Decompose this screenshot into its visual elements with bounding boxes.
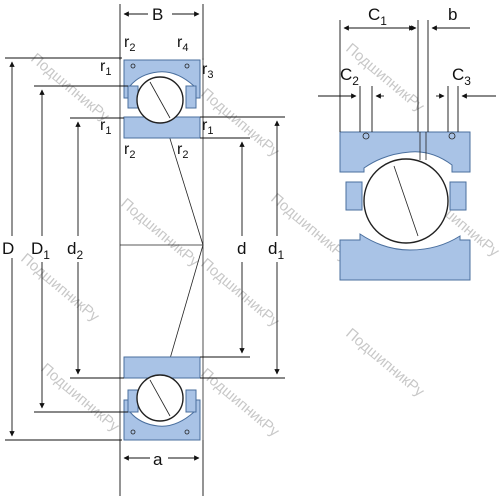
dim-d1: d1 [200,116,285,379]
label-b: b [448,5,457,24]
label-C3: C3 [452,65,471,88]
label-C1: C1 [368,5,387,28]
label-r2-bottom-right: r2 [177,141,188,161]
dim-C2: C2 [318,65,384,132]
watermark-11: ПодшипникРу [197,365,282,441]
label-r2-bottom-left: r2 [124,141,135,161]
label-D: D [2,239,14,258]
label-B: B [152,5,163,24]
label-a: a [153,450,163,469]
cross-section-left: B a D D1 [2,4,285,496]
radius-labels: r2 r4 r1 r3 r1 r1 r2 r2 [100,34,213,161]
upper-section [123,59,201,139]
label-r4: r4 [177,34,188,54]
watermark-9: ПодшипникРу [342,325,427,401]
dim-d: d [200,137,250,358]
lower-section [123,356,201,441]
dim-b: b [404,5,470,132]
label-r1-mid-left: r1 [100,117,111,137]
label-C2: C2 [340,65,359,88]
label-d1: d1 [268,239,284,262]
label-r2-top-left: r2 [124,34,135,54]
dim-a: a [119,440,204,496]
dim-d2: d2 [67,117,124,379]
label-r3: r3 [202,61,213,81]
detail-right: C1 b C2 C3 [318,5,496,281]
watermark-2: ПодшипникРу [197,85,282,161]
label-d2: d2 [67,239,83,262]
watermark-7: ПодшипникРу [17,250,102,326]
watermark-8: ПодшипникРу [197,255,282,331]
label-d: d [237,239,246,258]
dim-C1: C1 [339,5,419,132]
watermark-10: ПодшипникРу [37,360,122,436]
dim-D: D [2,57,122,441]
label-D1: D1 [31,239,50,262]
dim-B: B [119,4,204,60]
label-r1-top: r1 [100,58,111,78]
label-r1-mid-right: r1 [202,117,213,137]
watermark-4: ПодшипникРу [117,195,202,271]
dim-C3: C3 [436,65,496,132]
dim-D1: D1 [31,85,128,413]
